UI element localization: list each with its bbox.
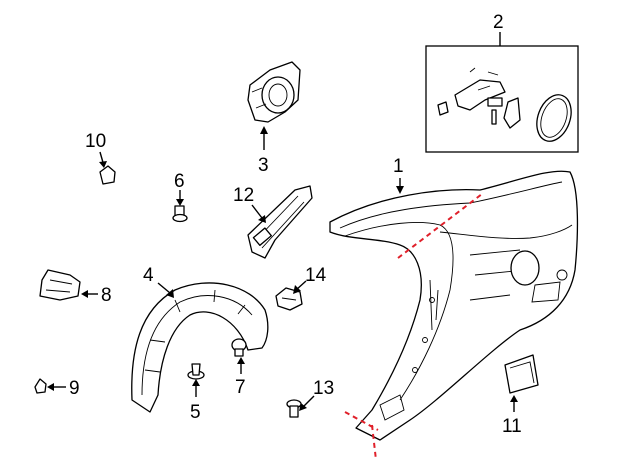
leader-line-4 xyxy=(157,282,171,294)
callout-1: 1 xyxy=(393,156,404,177)
bracket-part-14[interactable] xyxy=(275,287,303,311)
quarter-panel-part[interactable] xyxy=(329,170,579,441)
leader-line-12 xyxy=(251,204,263,219)
nut-clip-part[interactable] xyxy=(34,378,47,394)
callout-2: 2 xyxy=(493,12,504,33)
callout-4: 4 xyxy=(143,265,154,286)
callout-9: 9 xyxy=(69,378,80,399)
callout-14: 14 xyxy=(305,265,327,286)
callout-8: 8 xyxy=(101,285,112,306)
bracket-part-8[interactable] xyxy=(39,269,81,301)
retainer-part-10[interactable] xyxy=(99,165,116,185)
wheelhouse-liner-part[interactable] xyxy=(131,282,269,413)
callout-10: 10 xyxy=(85,131,106,152)
callout-11: 11 xyxy=(502,416,522,437)
reinforcement-part-12[interactable] xyxy=(247,185,313,259)
push-pin-part[interactable] xyxy=(187,363,205,380)
callout-5: 5 xyxy=(190,402,201,423)
rivet-part[interactable] xyxy=(231,338,247,357)
bolt-part[interactable] xyxy=(286,399,302,418)
callout-6: 6 xyxy=(174,171,185,192)
fuel-door-kit-part[interactable] xyxy=(425,32,579,153)
callout-13: 13 xyxy=(313,378,334,399)
callout-3: 3 xyxy=(258,155,269,176)
cut-line-lower-vertical xyxy=(371,424,377,461)
plate-part-11[interactable] xyxy=(504,354,539,394)
filler-housing-part[interactable] xyxy=(247,61,301,123)
clip-part-6[interactable] xyxy=(172,205,188,223)
callout-7: 7 xyxy=(235,377,246,398)
callout-12: 12 xyxy=(233,185,254,206)
